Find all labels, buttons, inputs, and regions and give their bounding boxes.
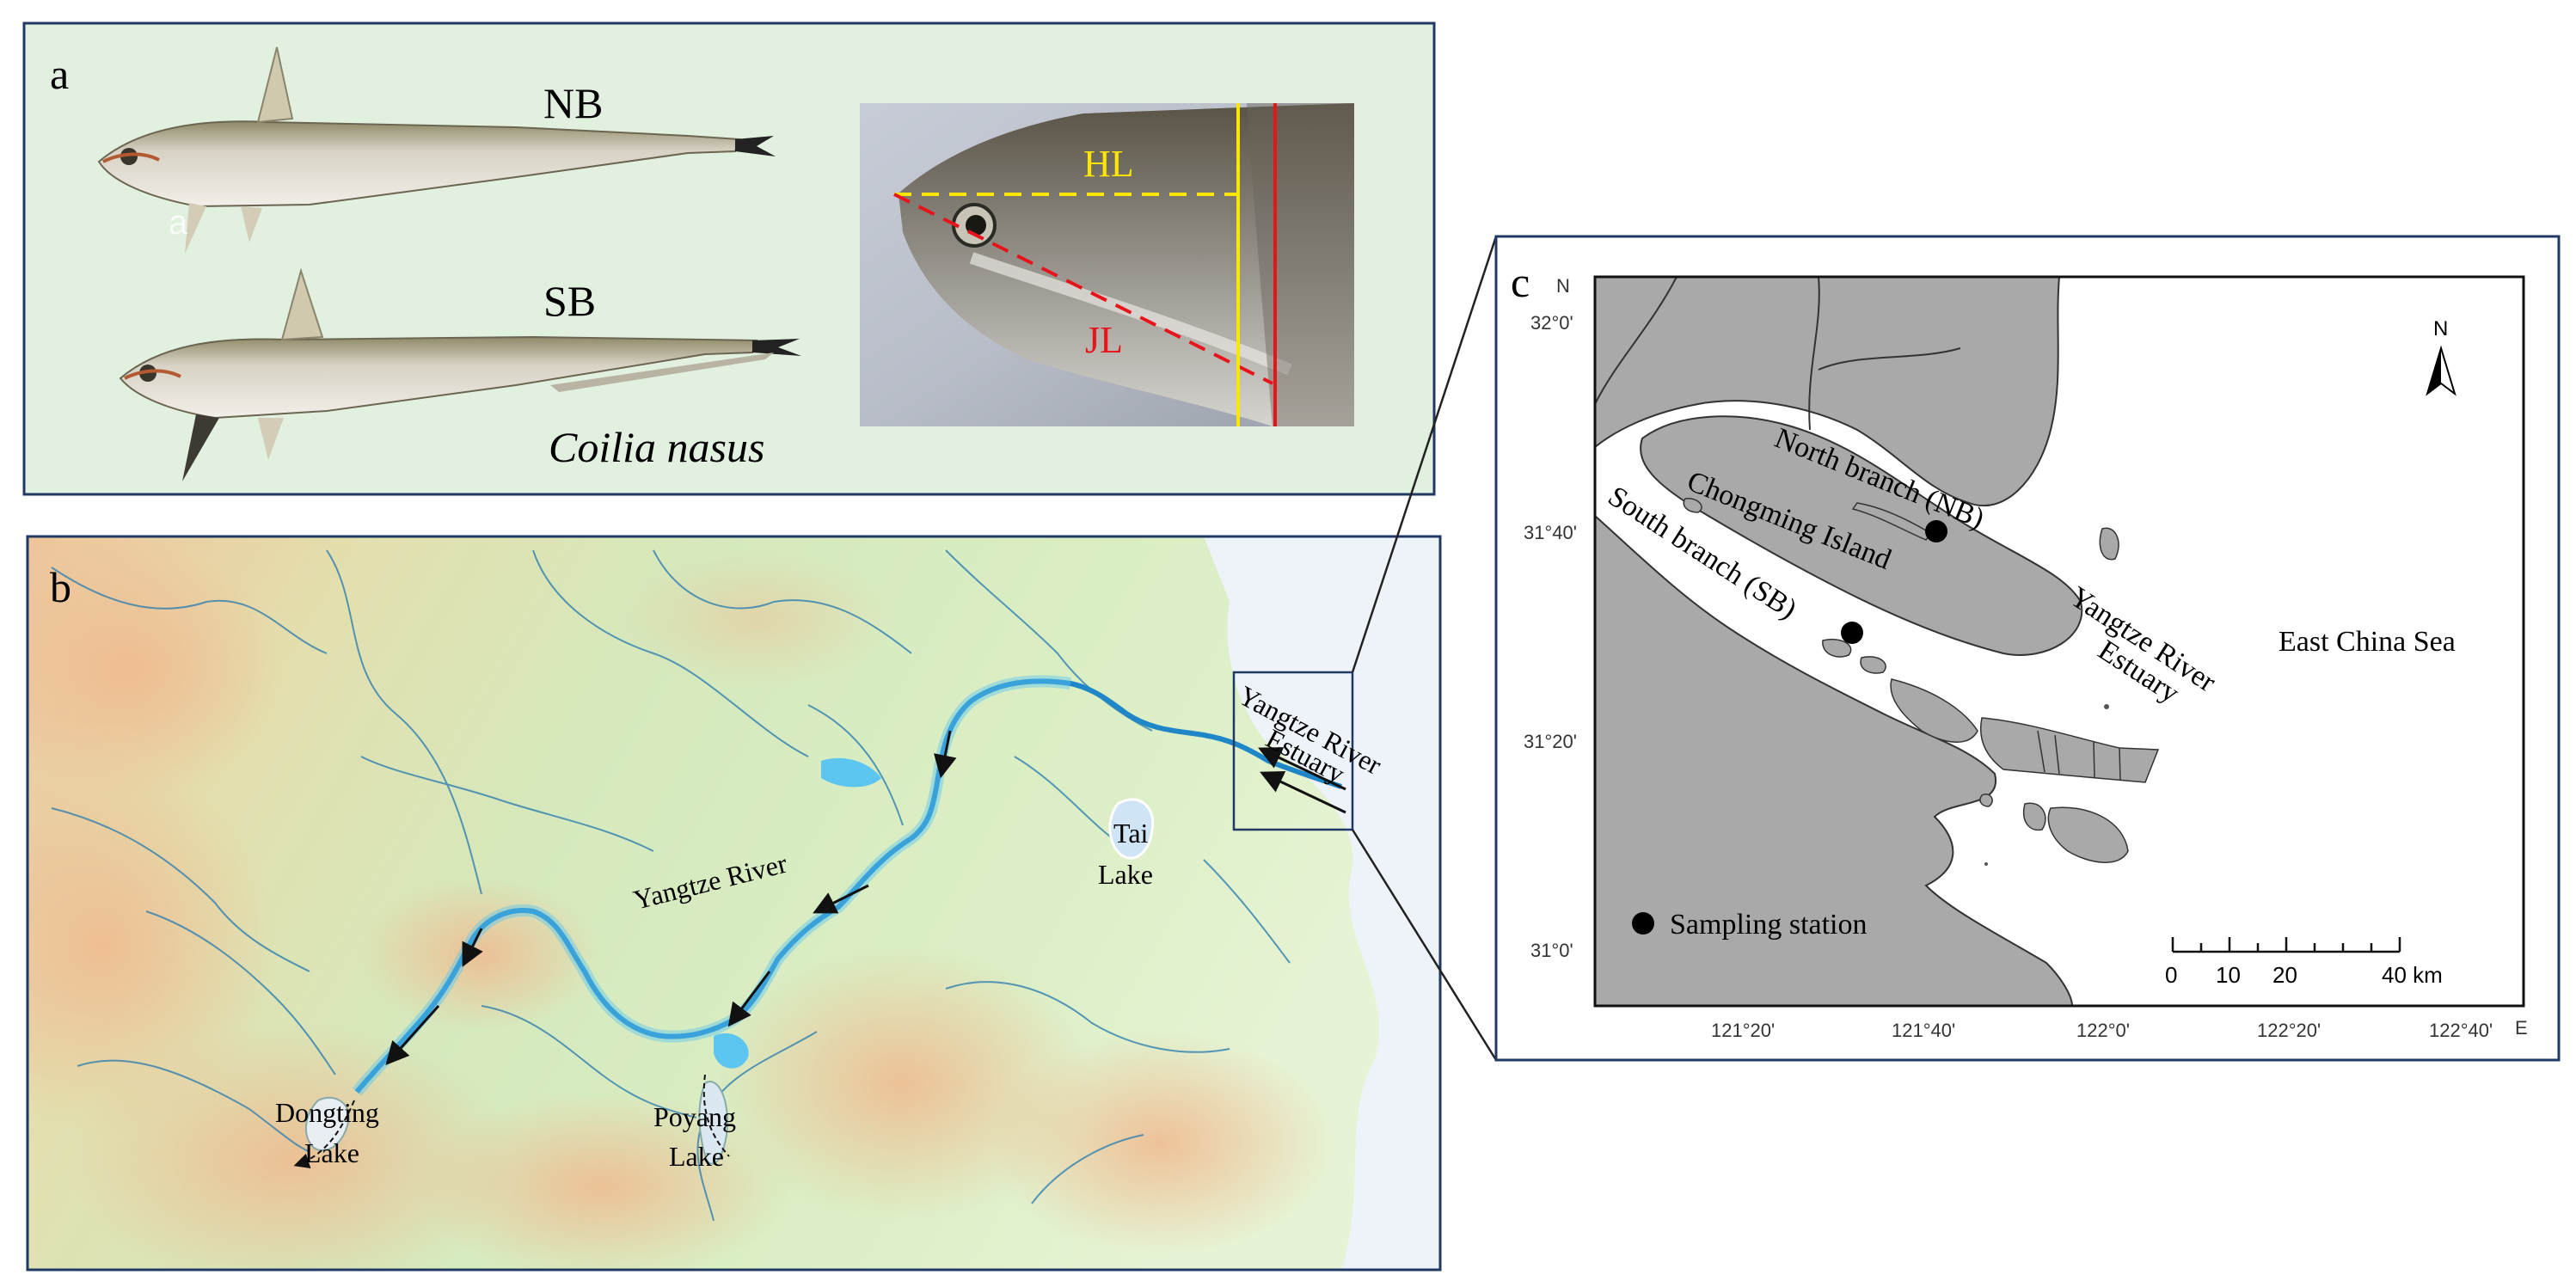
north-mainland [1595,277,2061,507]
fish-nb-label: NB [543,79,603,127]
east-china-sea-label: East China Sea [2279,626,2456,658]
panel-c: c [1494,235,2561,1062]
tributaries [51,549,1291,1222]
panel-a: a NB a SB Coilia nasus [22,21,1436,496]
lat-tick-31-00: 31°0' [1530,940,1573,961]
hl-label: HL [1083,143,1134,185]
image-watermark: a [169,204,188,242]
panel-c-label: c [1511,258,1530,306]
legend-label: Sampling station [1670,909,1868,941]
tai-lake-label-line2: Lake [1098,859,1153,890]
panel-c-map-frame [1593,275,2525,1008]
chongming-island [1640,415,2083,656]
sampling-station-sb [1841,622,1863,644]
lat-axis-unit: N [1556,275,1570,297]
legend-station-icon [1632,912,1654,935]
lon-tick-122-20: 122°20' [2257,1020,2321,1041]
sampling-station-nb [1925,520,1947,542]
lon-tick-121-20: 121°20' [1711,1020,1775,1041]
lon-axis-unit: E [2515,1017,2528,1039]
dongting-lake-label-line2: Lake [304,1137,359,1168]
scale-bar [2171,937,2401,953]
scale-tick-10: 10 [2216,962,2241,988]
jl-dashed-line [893,193,1273,385]
head-photo: HL JL [860,103,1354,426]
panel-a-label: a [50,50,69,98]
tai-lake-label-line1: Tai [1113,818,1149,849]
lat-tick-31-40: 31°40' [1524,522,1577,543]
dongting-lake-shape [304,1096,350,1152]
lon-tick-121-40: 121°40' [1892,1020,1955,1041]
fish-sb-image [119,267,801,481]
estuary-inset-box [1232,671,1354,831]
migration-route [293,730,1346,1168]
north-arrow-label: N [2433,317,2448,340]
species-name: Coilia nasus [549,423,764,471]
lat-tick-31-20: 31°20' [1524,731,1577,752]
poyang-lake-label-line1: Poyang [653,1101,736,1132]
poyang-lake-shape [698,1081,728,1165]
panel-b: Yangtze River Estuary Yangtze River Tai … [26,535,1442,1272]
scale-tick-20: 20 [2272,962,2297,988]
north-arrow-icon [2426,345,2456,396]
panel-b-label: b [50,563,71,611]
inset-connector-bottom [1351,829,1498,1061]
south-mainland [1595,514,2074,1006]
lat-tick-32-00: 32°0' [1530,312,1573,334]
lon-tick-122-00: 122°0' [2076,1020,2130,1041]
fish-nb-image [97,46,776,254]
scale-tick-40: 40 km [2382,962,2443,988]
jl-label: JL [1085,319,1123,361]
fish-sb-label: SB [543,277,596,325]
scale-tick-0: 0 [2165,962,2177,988]
sea-area [1204,536,1440,1270]
tai-lake-shape [1108,798,1155,860]
panel-b-frame [26,535,1442,1272]
dongting-lake-label-line1: Dongting [275,1097,379,1128]
lon-tick-122-40: 122°40' [2429,1020,2493,1041]
inset-connector-top [1351,236,1498,673]
poyang-lake-label-line2: Lake [669,1141,724,1172]
